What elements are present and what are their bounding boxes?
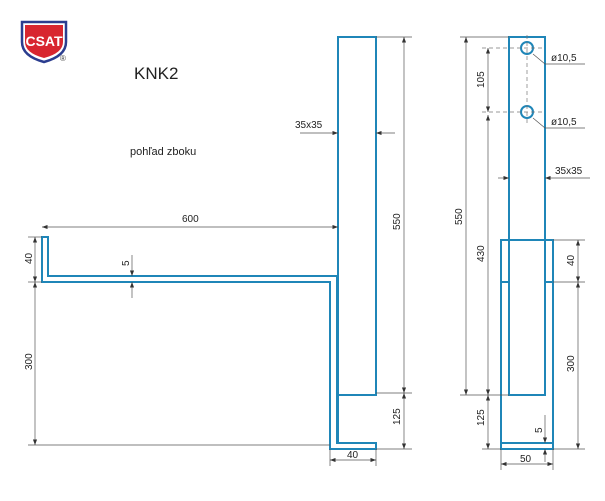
dim-600: 600 (182, 214, 199, 225)
dim-430: 430 (476, 245, 487, 262)
dim-40-sleeve: 40 (566, 254, 577, 266)
dim-125: 125 (392, 408, 403, 425)
dim-35x35-front: 35x35 (555, 166, 583, 177)
base-plate (500, 442, 554, 450)
front-view: ø10,5 ø10,5 550 105 430 125 35x35 40 300… (454, 35, 590, 470)
post-front (508, 36, 546, 396)
dim-35x35: 35x35 (295, 120, 323, 131)
dim-300-front: 300 (566, 355, 577, 372)
dim-5: 5 (121, 260, 132, 266)
dim-550: 550 (392, 213, 403, 230)
dim-40-foot: 40 (347, 450, 359, 461)
hole-1-label: ø10,5 (551, 53, 577, 64)
dim-105: 105 (476, 71, 487, 88)
dim-300: 300 (24, 353, 35, 370)
dim-40-arm: 40 (24, 252, 35, 264)
dim-125-front: 125 (476, 409, 487, 426)
dim-5-plate: 5 (534, 427, 545, 433)
hole-2-label: ø10,5 (551, 117, 577, 128)
bracket-arm (41, 236, 377, 450)
registered-mark: ® (60, 54, 66, 63)
side-view: 600 550 125 35x35 40 40 300 5 (24, 36, 412, 466)
dim-550-front: 550 (454, 208, 465, 225)
view-label: pohľad zboku (130, 146, 197, 158)
product-title: KNK2 (134, 64, 179, 83)
dim-50: 50 (520, 454, 532, 465)
svg-text:CSAT: CSAT (25, 33, 63, 49)
post (337, 36, 377, 396)
